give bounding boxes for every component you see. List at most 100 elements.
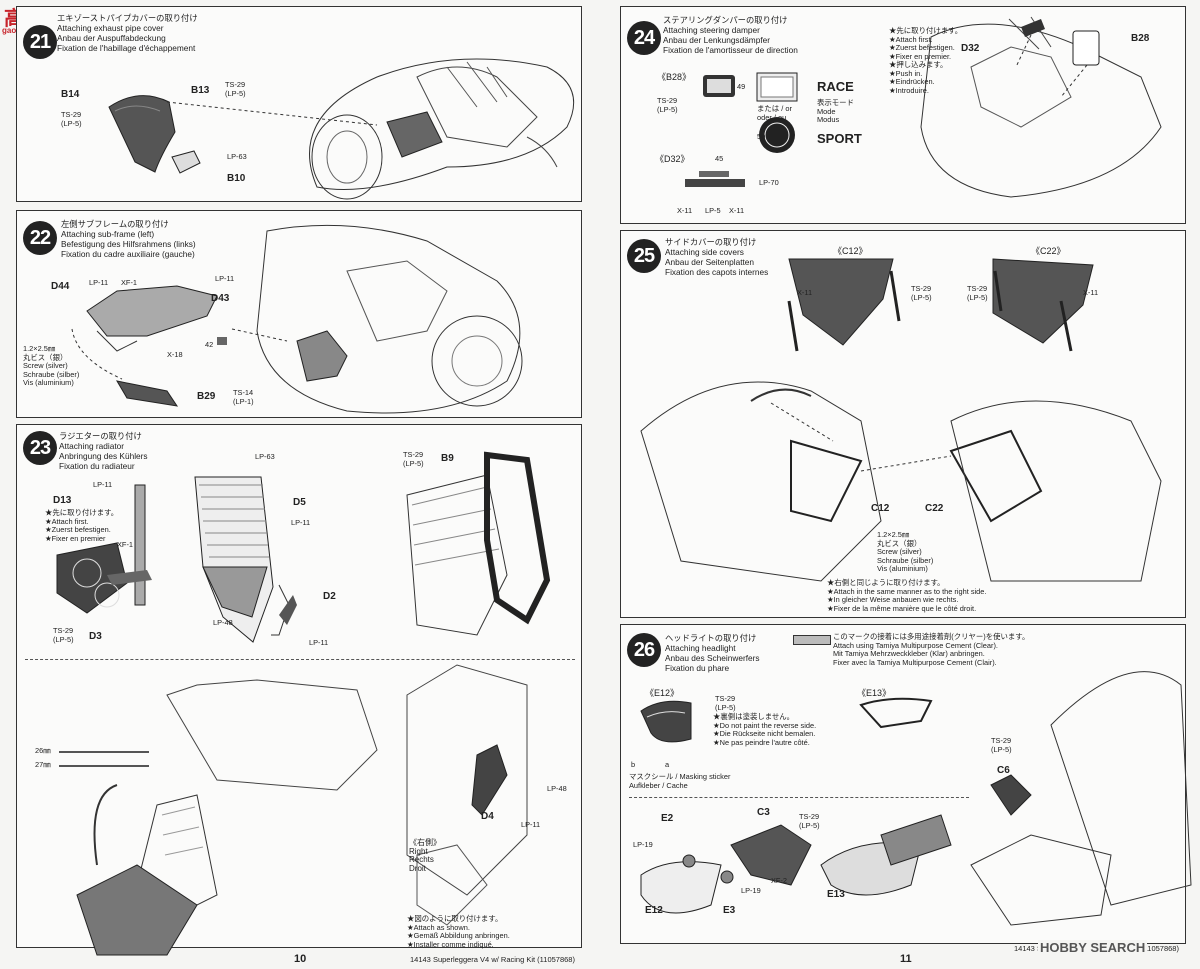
part-ref-c12: 《C12》 [833, 246, 868, 256]
paint-ts29: TS-29 (LP-5) [967, 284, 988, 302]
paint-lp11: LP-11 [93, 480, 113, 489]
step-26: 26 ヘッドライトの取り付け Attaching headlight Anbau… [620, 624, 1192, 944]
paint-xf1: XF-1 [117, 540, 134, 549]
push-in-note: ★押し込みます。 ★Push in. ★Eindrücken. ★Introdu… [889, 60, 948, 95]
footer-code: 14143 Superleggera V4 w/ Racing Kit (110… [410, 955, 575, 964]
attach-as-shown-note: ★図のように取り付けます。 ★Attach as shown. ★Gemäß A… [407, 914, 510, 949]
steering-damper-drawing [685, 16, 1162, 198]
paint-ts29: TS-29 (LP-5) [991, 736, 1012, 754]
part-c6: C6 [997, 765, 1010, 776]
paint-ts29: TS-29 (LP-5) [799, 812, 820, 830]
decal-45: 45 [715, 154, 724, 163]
paint-lp11: LP-11 [215, 274, 235, 283]
exhaust-cover-part-drawing [108, 58, 575, 200]
step-22: 22 左側サブフレームの取り付け Attaching sub-frame (le… [16, 210, 582, 418]
section-divider [25, 659, 575, 660]
paint-x11: X-11 [729, 206, 745, 215]
part-e2: E2 [661, 813, 674, 824]
mode-race: RACE [817, 79, 854, 94]
paint-ts29: TS-29 (LP-5) [61, 110, 82, 128]
part-e3: E3 [723, 905, 736, 916]
part-ref-e13: 《E13》 [857, 688, 892, 698]
part-b28: B28 [1131, 33, 1150, 44]
paint-lp63: LP-63 [255, 452, 275, 461]
step-title: 左側サブフレームの取り付け Attaching sub-frame (left)… [61, 219, 196, 259]
paint-xf2: XF-2 [771, 876, 788, 885]
part-c3: C3 [757, 807, 770, 818]
step-title: ヘッドライトの取り付け Attaching headlight Anbau de… [665, 633, 760, 673]
decal-42: 42 [205, 340, 214, 349]
paint-ts29: TS-29 (LP-5) [225, 80, 246, 98]
decal-49: 49 [737, 82, 746, 91]
part-ref-e12: 《E12》 [645, 688, 680, 698]
part-b10: B10 [227, 173, 246, 184]
no-paint-reverse-note: ★裏側は塗装しません。 ★Do not paint the reverse si… [713, 712, 817, 747]
paint-lp63: LP-63 [227, 152, 247, 161]
paint-x18: X-18 [167, 350, 183, 359]
hobby-search-logo: HOBBY SEARCH [1038, 940, 1148, 955]
paint-ts29: TS-29 (LP-5) [657, 96, 678, 114]
part-e12: E12 [645, 905, 663, 916]
screw-spec: 1.2×2.5㎜ 丸ビス（銀） Screw (silver) Schraube … [23, 344, 80, 388]
part-ref-b28: 《B28》 [657, 72, 692, 82]
step-title: ステアリングダンパーの取り付け Attaching steering dampe… [663, 15, 798, 55]
part-d44: D44 [51, 281, 70, 292]
paint-lp48: LP-48 [547, 784, 567, 793]
page-right: 24 ステアリングダンパーの取り付け Attaching steering da… [600, 0, 1200, 969]
paint-lp19: LP-19 [741, 886, 761, 895]
step-title: サイドカバーの取り付け Attaching side covers Anbau … [665, 237, 769, 277]
step-number: 23 [23, 431, 57, 465]
paint-x11: X-11 [797, 288, 813, 297]
step-number: 26 [627, 633, 661, 667]
right-side-label: 《右側》 Right Rechts Droit [409, 838, 441, 873]
part-b14: B14 [61, 89, 80, 100]
step-number: 25 [627, 239, 661, 273]
paint-lp5: LP-5 [705, 206, 721, 215]
part-b9: B9 [441, 453, 454, 464]
part-c22: C22 [925, 503, 944, 514]
page-number: 11 [900, 953, 912, 965]
mode-sport: SPORT [817, 131, 862, 146]
step-21: 21 エキゾーストパイプカバーの取り付け Attaching exhaust p… [16, 6, 582, 202]
part-d32: D32 [961, 43, 980, 54]
tube-e-bar [59, 751, 149, 753]
sub-frame-part-drawing [71, 224, 523, 414]
part-b29: B29 [197, 391, 216, 402]
attach-first-note: ★先に取り付けます。 ★Attach first. ★Zuerst befest… [45, 508, 119, 543]
paint-x11: X-11 [1083, 288, 1099, 297]
part-c12: C12 [871, 503, 890, 514]
page-left: 高手网 gaoshou.cn 21 エキゾーストパイプカバーの取り付け Atta… [2, 6, 582, 965]
paint-ts29: TS-29 (LP-5) [53, 626, 74, 644]
side-covers-drawing [640, 258, 1162, 582]
step-25: 25 サイドカバーの取り付け Attaching side covers Anb… [620, 230, 1186, 618]
part-d2: D2 [323, 591, 336, 602]
part-d43: D43 [211, 293, 230, 304]
same-as-right-note: ★右側と同じように取り付けます。 ★Attach in the same man… [827, 578, 987, 613]
display-mode-label: 表示モード Mode Modus [817, 98, 854, 125]
paint-ts29: TS-29 (LP-5) [715, 694, 736, 712]
step-number: 21 [23, 25, 57, 59]
paint-lp19: LP-19 [633, 840, 653, 849]
paint-ts29: TS-29 (LP-5) [403, 450, 424, 468]
cement-bottle-icon [793, 635, 831, 645]
step-title: エキゾーストパイプカバーの取り付け Attaching exhaust pipe… [57, 13, 198, 53]
paint-ts29: TS-29 (LP-5) [911, 284, 932, 302]
section-divider [629, 797, 969, 798]
part-d3: D3 [89, 631, 102, 642]
screw-spec: 1.2×2.5㎜ 丸ビス（銀） Screw (silver) Schraube … [877, 530, 934, 574]
part-d5: D5 [293, 497, 306, 508]
part-ref-c22: 《C22》 [1031, 246, 1066, 256]
paint-lp11: LP-11 [89, 278, 109, 287]
paint-x11: X-11 [677, 206, 693, 215]
headlight-drawing [640, 671, 1192, 926]
radiator-part-drawing [56, 451, 551, 956]
part-e13: E13 [827, 889, 845, 900]
part-b13: B13 [191, 85, 210, 96]
mask-b: b [631, 760, 636, 769]
mask-a: a [665, 760, 670, 769]
masking-sticker-label: マスクシール / Masking sticker Aufkleber / Cac… [629, 772, 731, 790]
step-24: 24 ステアリングダンパーの取り付け Attaching steering da… [620, 6, 1186, 224]
paint-lp11: LP-11 [521, 820, 541, 829]
paint-lp48: LP-48 [213, 618, 233, 627]
part-d13: D13 [53, 495, 72, 506]
